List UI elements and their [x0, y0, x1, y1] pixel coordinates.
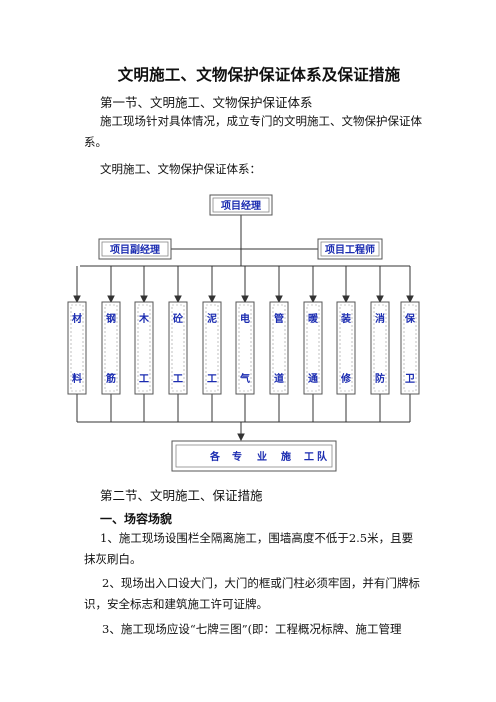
- teams-char-0: 各: [209, 450, 221, 463]
- node-trade-8: 装修: [336, 301, 356, 395]
- node-project-manager-label: 项目经理: [221, 199, 261, 212]
- item-1: 1、施工现场设围栏全隔离施工，围墙高度不低于2.5米，且要抹灰刷白。: [84, 531, 414, 566]
- trade-1-top: 钢: [106, 312, 116, 325]
- node-trade-1: 钢筋: [101, 301, 121, 395]
- node-construction-teams: 各专 业 施 工队: [171, 440, 337, 472]
- arrow-down-7: [309, 295, 317, 304]
- trade-5-top: 电: [240, 312, 250, 325]
- trade-9-bottom: 防: [375, 372, 385, 385]
- teams-char-1: 专: [232, 450, 242, 463]
- node-trade-5: 电气: [235, 301, 255, 395]
- arrow-down-8: [342, 295, 350, 304]
- trade-6-bottom: 道: [274, 372, 284, 385]
- paragraph-2: 文明施工、文物保护保证体系：: [100, 162, 261, 176]
- trade-5-bottom: 气: [239, 372, 250, 385]
- node-trade-2: 木工: [134, 301, 154, 395]
- node-trade-4: 泥工: [202, 301, 222, 395]
- node-trade-3: 砼工: [168, 301, 188, 395]
- node-deputy-manager-label: 项目副经理: [110, 243, 160, 256]
- item-3: 3、施工现场应设“七牌三图”(即：工程概况标牌、施工管理: [102, 622, 402, 636]
- trade-0-top: 材: [72, 312, 82, 325]
- teams-char-5: 队: [317, 450, 328, 463]
- arrow-down-4: [208, 295, 216, 304]
- node-trade-7: 暖通: [303, 301, 323, 395]
- teams-char-4: 工: [304, 452, 314, 463]
- arrow-down-5: [241, 295, 249, 304]
- paragraph-1: 施工现场针对具体情况，成立专门的文明施工、文物保护保证体系。: [84, 114, 422, 149]
- trade-7-bottom: 通: [308, 373, 318, 385]
- teams-char-2: 业: [257, 450, 267, 463]
- node-project-engineer: 项目工程师: [317, 238, 383, 260]
- trade-9-top: 消: [375, 312, 385, 325]
- trade-8-bottom: 修: [340, 372, 352, 385]
- arrow-down-9: [376, 295, 384, 304]
- arrow-down-10: [406, 295, 414, 304]
- trade-3-top: 砼: [173, 312, 183, 325]
- trade-8-top: 装: [340, 312, 351, 325]
- document-title: 文明施工、文物保护保证体系及保证措施: [117, 66, 401, 84]
- trade-4-top: 泥: [207, 312, 217, 325]
- node-trade-10: 保卫: [400, 301, 420, 395]
- subsection-heading: 一、场容场貌: [100, 512, 173, 526]
- node-trade-0: 材料: [67, 301, 87, 395]
- trade-10-bottom: 卫: [405, 373, 415, 385]
- arrow-down-6: [275, 295, 283, 304]
- trade-2-top: 木: [138, 312, 150, 325]
- arrow-down-3: [174, 295, 182, 304]
- teams-char-3: 施: [281, 450, 291, 463]
- node-deputy-manager: 项目副经理: [98, 238, 172, 260]
- arrow-down-2: [140, 295, 148, 304]
- arrow-down-1: [107, 295, 115, 304]
- trade-6-top: 管: [274, 312, 284, 325]
- node-trade-6: 管道: [269, 301, 289, 395]
- trade-0-bottom: 料: [72, 372, 82, 385]
- trade-3-bottom: 工: [173, 374, 183, 385]
- trade-7-top: 暖: [308, 312, 319, 325]
- node-project-manager: 项目经理: [209, 194, 273, 216]
- section-2-heading: 第二节、文明施工、保证措施: [100, 488, 263, 503]
- node-project-engineer-label: 项目工程师: [325, 243, 375, 256]
- item-2: 2、现场出入口设大门，大门的框或门柱必须牢固，并有门牌标识，安全标志和建筑施工许…: [84, 576, 420, 611]
- trade-10-top: 保: [404, 312, 416, 325]
- arrow-bottom: [237, 433, 245, 442]
- section-1-heading: 第一节、文明施工、文物保护保证体系: [100, 95, 313, 110]
- trade-4-bottom: 工: [207, 374, 217, 385]
- trade-2-bottom: 工: [139, 374, 149, 385]
- node-trade-9: 消防: [370, 301, 390, 395]
- arrow-down-0: [73, 295, 81, 304]
- trade-1-bottom: 筋: [105, 372, 116, 385]
